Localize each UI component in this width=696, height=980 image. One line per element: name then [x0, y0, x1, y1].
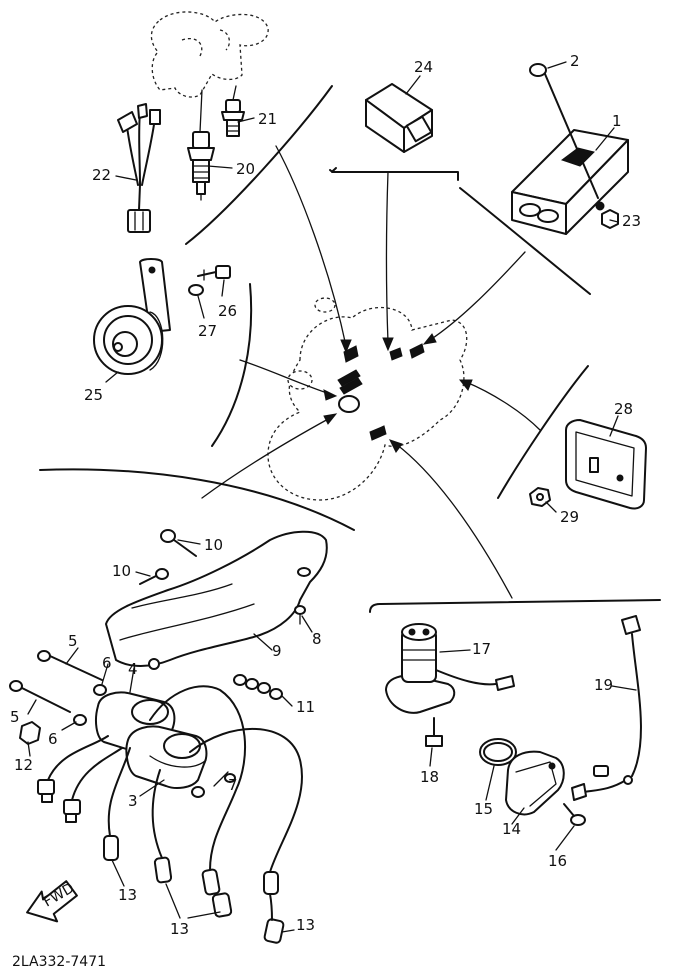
ignition-coils-4: [95, 691, 208, 789]
label-22: 22: [92, 166, 111, 184]
bolt-10b: [139, 568, 169, 585]
label-1: 1: [612, 112, 622, 130]
label-26: 26: [218, 302, 237, 320]
group-bracket-lines: [39, 85, 661, 613]
plug-wire-clamps-11: [233, 674, 283, 700]
label-16: 16: [548, 852, 567, 870]
label-20: 20: [236, 160, 255, 178]
coil-cover-9: [105, 530, 328, 670]
label-21: 21: [258, 110, 277, 128]
label-10b: 10: [112, 562, 131, 580]
label-8: 8: [312, 630, 322, 648]
cdi-unit-1: [511, 129, 629, 235]
igniter-24: [365, 83, 433, 153]
nut-12: [19, 721, 41, 745]
label-10a: 10: [204, 536, 223, 554]
label-19: 19: [594, 676, 613, 694]
label-4: 4: [128, 660, 138, 678]
plug-caps-13: [103, 685, 303, 944]
label-7: 7: [228, 776, 238, 794]
label-29: 29: [560, 508, 579, 526]
label-6a: 6: [102, 654, 112, 672]
label-17: 17: [472, 640, 491, 658]
label-18: 18: [420, 768, 439, 786]
label-13b: 13: [170, 920, 189, 938]
bolt-26: [197, 265, 231, 281]
label-13c: 13: [296, 916, 315, 934]
relay-28: [565, 419, 647, 510]
washers-6: [73, 684, 107, 726]
label-28: 28: [614, 400, 633, 418]
label-12: 12: [14, 756, 33, 774]
label-5b: 5: [10, 708, 20, 726]
neutral-switch-20: [187, 89, 215, 201]
coil-connectors: [37, 735, 123, 823]
label-13a: 13: [118, 886, 137, 904]
nut-23: [601, 209, 619, 229]
nut-29: [529, 487, 551, 507]
thermo-unit-14: [505, 750, 565, 816]
washer-27: [188, 284, 204, 296]
label-5a: 5: [68, 632, 78, 650]
frame-center-outline: [267, 297, 468, 501]
forward-arrow-icon: FWD: [26, 880, 78, 923]
o-ring-15: [479, 738, 517, 766]
lead-wire-19: [571, 615, 642, 801]
label-6b: 6: [48, 730, 58, 748]
label-11: 11: [296, 698, 315, 716]
label-2: 2: [570, 52, 580, 70]
label-leaders: [27, 61, 637, 933]
label-23: 23: [622, 212, 641, 230]
grommet-8: [294, 605, 306, 625]
sub-wire-harness-22: [117, 103, 161, 233]
part-labels: 1 2 3 4 5 5 6 6 7 8 9 10 10 11 12 13 13 …: [10, 52, 641, 938]
leader-lines: [201, 145, 541, 599]
horn-25: [93, 258, 171, 375]
screw-16: [563, 803, 586, 826]
oil-level-switch-21: [221, 85, 245, 137]
frame-fragment-top: [150, 11, 269, 98]
screw-2: [529, 63, 599, 199]
label-14: 14: [502, 820, 521, 838]
label-15: 15: [474, 800, 493, 818]
screw-18: [425, 717, 443, 747]
label-27: 27: [198, 322, 217, 340]
part-code: 2LA332-7471: [12, 954, 106, 970]
label-3: 3: [128, 792, 138, 810]
fuel-sender-17: [385, 623, 515, 714]
bolt-10a: [160, 529, 197, 557]
label-9: 9: [272, 642, 282, 660]
bolts-5: [9, 650, 103, 713]
spacer-7: [191, 773, 236, 798]
label-24: 24: [414, 58, 433, 76]
label-25: 25: [84, 386, 103, 404]
